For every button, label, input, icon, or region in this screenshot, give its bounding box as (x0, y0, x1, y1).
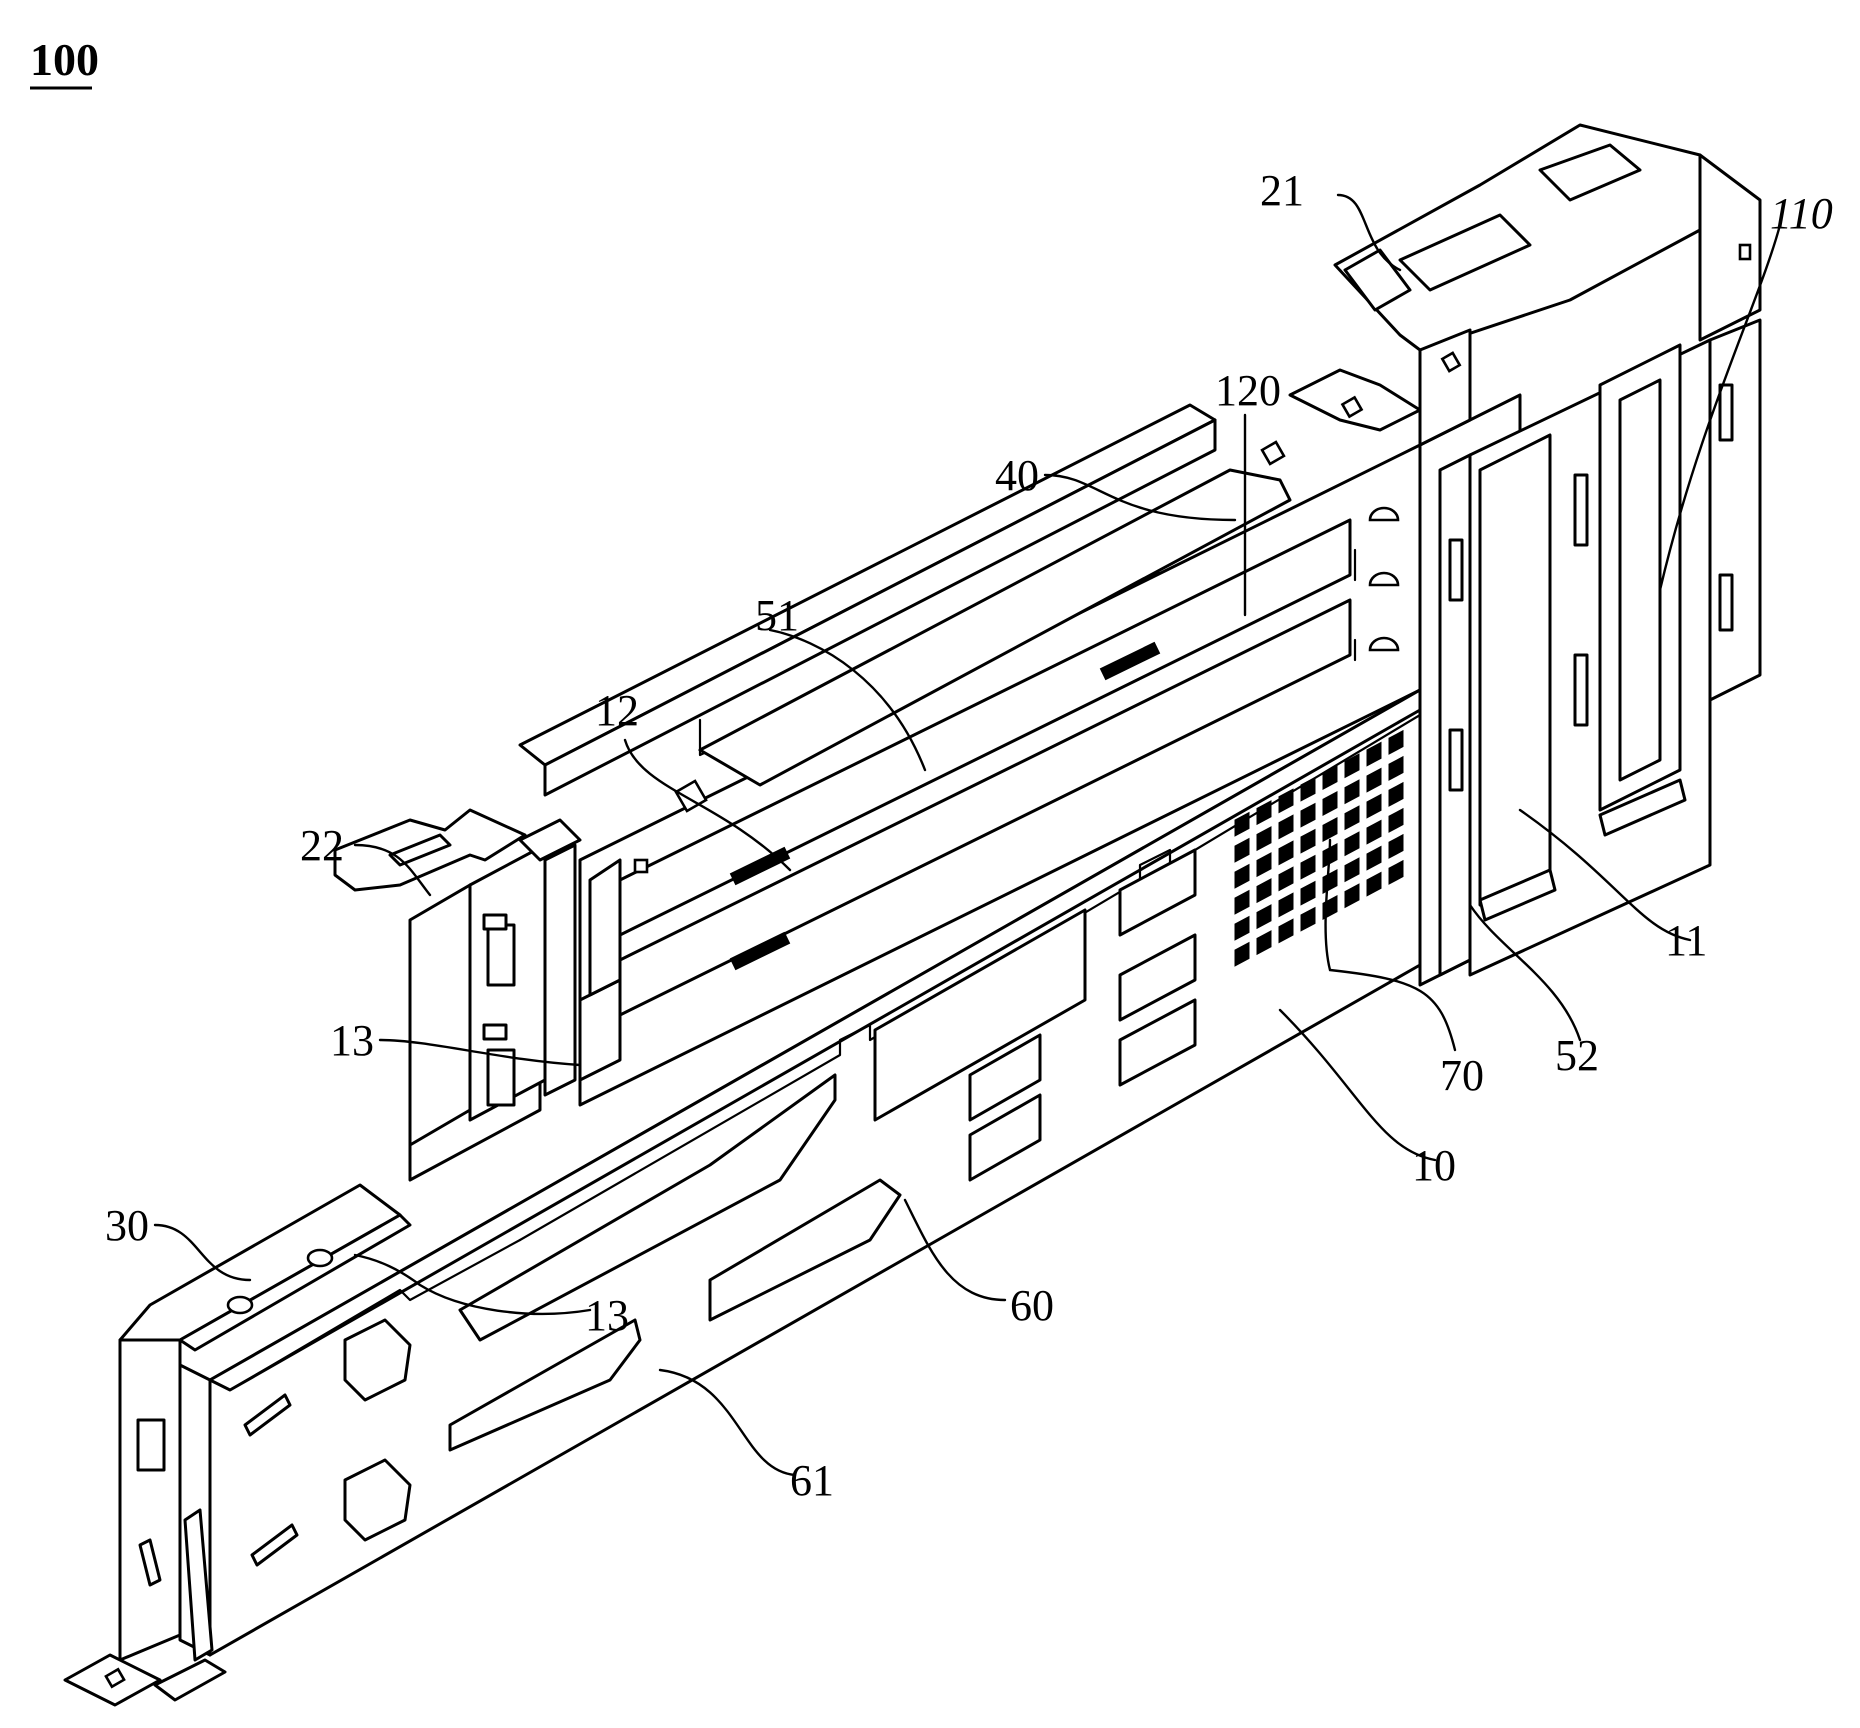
callout-22: 22 (300, 821, 344, 870)
callout-13-lower: 13 (585, 1291, 629, 1340)
bracket-assembly (65, 125, 1760, 1705)
callout-52: 52 (1555, 1031, 1599, 1080)
callout-60: 60 (1010, 1281, 1054, 1330)
callout-70: 70 (1440, 1051, 1484, 1100)
callout-11: 11 (1665, 916, 1707, 965)
callout-120: 120 (1215, 366, 1281, 415)
callout-21: 21 (1260, 166, 1304, 215)
callout-40: 40 (995, 451, 1039, 500)
callout-110: 110 (1770, 189, 1833, 238)
figure-number: 100 (30, 34, 99, 88)
callout-30: 30 (105, 1201, 149, 1250)
figure-number-label: 100 (30, 34, 99, 85)
callout-10: 10 (1412, 1141, 1456, 1190)
right-slot-1 (1480, 435, 1550, 905)
callout-13-upper: 13 (330, 1016, 374, 1065)
callout-12: 12 (595, 686, 639, 735)
left-side-bracket (335, 810, 620, 1180)
callout-51: 51 (755, 591, 799, 640)
callout-61: 61 (790, 1456, 834, 1505)
